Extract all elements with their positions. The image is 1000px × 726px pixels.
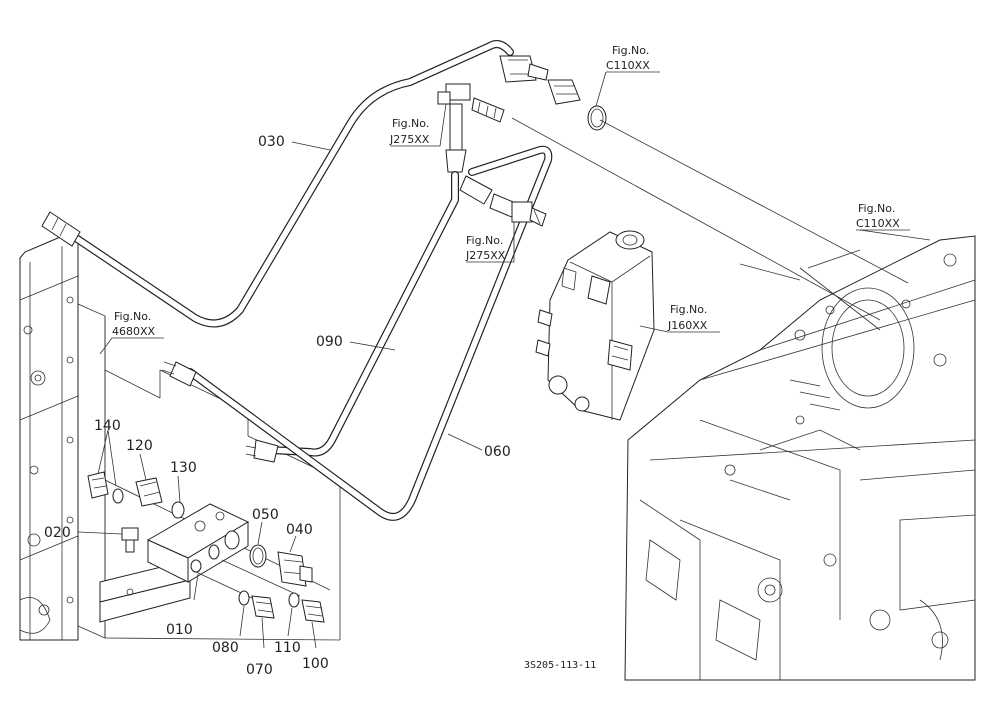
- svg-text:C110XX: C110XX: [856, 217, 900, 230]
- fig-ref-4680: Fig.No. 4680XX: [112, 310, 156, 338]
- fig-references: Fig.No. C110XX Fig.No. J275XX Fig.No. J2…: [112, 44, 900, 338]
- label-080: 080: [212, 640, 239, 656]
- label-060: 060: [484, 444, 511, 460]
- svg-text:Fig.No.: Fig.No.: [466, 234, 503, 247]
- label-120: 120: [126, 438, 153, 454]
- plug-140: [87, 471, 124, 504]
- part-labels: 030 090 060 140 120 130 020 050 040 010 …: [44, 134, 511, 678]
- fig-ref-c110-top: Fig.No. C110XX: [606, 44, 650, 72]
- svg-text:C110XX: C110XX: [606, 59, 650, 72]
- label-070: 070: [246, 662, 273, 678]
- upper-fittings: [511, 79, 909, 321]
- svg-text:Fig.No.: Fig.No.: [392, 117, 429, 130]
- fitting-040: [277, 551, 313, 587]
- label-010: 010: [166, 622, 193, 638]
- svg-text:Fig.No.: Fig.No.: [114, 310, 151, 323]
- tee-fitting-top: [437, 83, 505, 173]
- svg-text:Fig.No.: Fig.No.: [612, 44, 649, 57]
- svg-text:J160XX: J160XX: [667, 319, 708, 332]
- bolt-020: [121, 527, 139, 553]
- control-valve: [535, 230, 655, 421]
- manifold-block-010: [99, 503, 301, 623]
- fig-ref-c110-right: Fig.No. C110XX: [856, 202, 900, 230]
- label-090: 090: [316, 334, 343, 350]
- fitting-100-110: [288, 592, 325, 623]
- svg-text:J275XX: J275XX: [465, 249, 506, 262]
- fig-ref-j160: Fig.No. J160XX: [667, 303, 708, 332]
- svg-text:J275XX: J275XX: [389, 133, 430, 146]
- label-040: 040: [286, 522, 313, 538]
- svg-text:4680XX: 4680XX: [112, 325, 156, 338]
- label-110: 110: [274, 640, 301, 656]
- svg-text:Fig.No.: Fig.No.: [670, 303, 707, 316]
- gearbox-housing: [624, 235, 976, 681]
- tee-fitting-mid: [489, 193, 547, 227]
- pipe-090: [245, 171, 459, 463]
- label-030: 030: [258, 134, 285, 150]
- label-100: 100: [302, 656, 329, 672]
- plug-120: [135, 477, 185, 519]
- fitting-070-080: [238, 590, 275, 619]
- fig-ref-j275-mid: Fig.No. J275XX: [465, 234, 506, 262]
- pipe-030: [41, 40, 549, 328]
- label-050: 050: [252, 507, 279, 523]
- label-020: 020: [44, 525, 71, 541]
- leader-lines: [77, 71, 931, 649]
- oring-050: [249, 544, 267, 568]
- label-140: 140: [94, 418, 121, 434]
- svg-text:Fig.No.: Fig.No.: [858, 202, 895, 215]
- pipe-060: [161, 145, 553, 521]
- fig-ref-j275-top: Fig.No. J275XX: [389, 117, 430, 146]
- left-housing: [19, 231, 79, 641]
- label-130: 130: [170, 460, 197, 476]
- drawing-code: 3S205-113-11: [524, 660, 596, 671]
